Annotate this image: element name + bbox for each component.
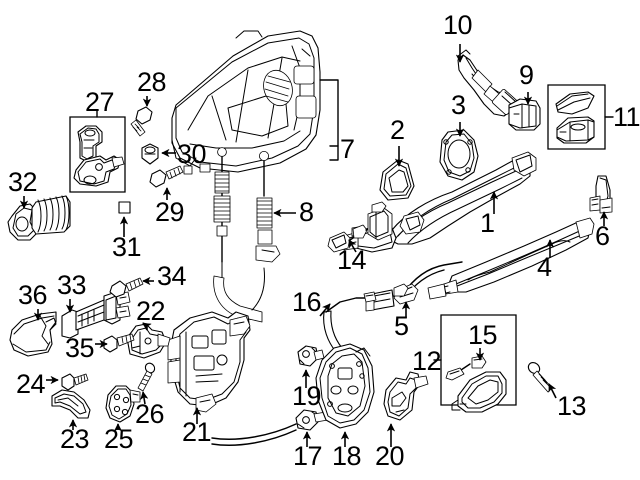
part-22-striker-bracket (127, 324, 170, 358)
part-27-hinge-bracket-kit (70, 110, 125, 192)
callout-3[interactable]: 3 (451, 90, 466, 120)
callout-13[interactable]: 13 (557, 391, 587, 421)
callout-33[interactable]: 33 (57, 270, 87, 300)
part-6-retaining-clip (590, 176, 612, 213)
callout-28[interactable]: 28 (137, 67, 167, 97)
part-9-lock-cylinder-cover (509, 99, 540, 130)
part-19-grommet (298, 346, 324, 366)
part-12-inside-handle-kit (434, 315, 516, 412)
part-2-handle-end-cap (380, 160, 414, 200)
callout-1[interactable]: 1 (480, 208, 495, 238)
callout-29[interactable]: 29 (155, 197, 185, 227)
callout-9[interactable]: 9 (519, 60, 534, 90)
callout-34[interactable]: 34 (157, 261, 187, 291)
callout-10[interactable]: 10 (443, 10, 473, 40)
part-34-bolt (110, 278, 143, 297)
part-26-screw (138, 361, 156, 391)
part-25-door-striker (106, 386, 140, 422)
part-17-cable-end-grommet (212, 410, 328, 445)
leader-lines (19, 44, 609, 447)
part-30-nut (142, 144, 158, 164)
callout-4[interactable]: 4 (537, 252, 552, 282)
callout-5[interactable]: 5 (394, 311, 409, 341)
callout-30[interactable]: 30 (177, 139, 207, 169)
callout-15[interactable]: 15 (468, 320, 498, 350)
part-3-bezel-gasket (440, 130, 478, 180)
part-23-handle-seal (52, 390, 90, 418)
callout-24[interactable]: 24 (16, 369, 46, 399)
callout-31[interactable]: 31 (112, 232, 142, 262)
callout-16[interactable]: 16 (292, 287, 322, 317)
callout-32[interactable]: 32 (8, 167, 38, 197)
part-16-lock-rod (324, 292, 376, 352)
part-14-connector-harness (328, 202, 392, 252)
part-13-screw (526, 360, 552, 392)
callout-36[interactable]: 36 (18, 280, 48, 310)
callout-6[interactable]: 6 (595, 221, 610, 251)
part-5-wiring-connector (366, 262, 462, 311)
callout-8[interactable]: 8 (299, 197, 314, 227)
callout-12[interactable]: 12 (412, 346, 442, 376)
callout-18[interactable]: 18 (332, 441, 362, 471)
part-20-lock-actuator (384, 372, 428, 420)
part-8-bowden-cable (214, 148, 280, 322)
part-32-door-check (8, 196, 70, 240)
callout-25[interactable]: 25 (104, 424, 134, 454)
part-4-handle-trim-strip (428, 218, 594, 299)
callout-21[interactable]: 21 (182, 417, 212, 447)
part-28-bolt (131, 107, 152, 136)
part-36-handle-cover (10, 312, 56, 356)
callout-17[interactable]: 17 (293, 441, 323, 471)
callout-2[interactable]: 2 (390, 115, 405, 145)
part-24-bolt (62, 374, 88, 390)
callout-11[interactable]: 11 (613, 102, 640, 132)
callout-23[interactable]: 23 (60, 424, 90, 454)
callout-20[interactable]: 20 (375, 441, 405, 471)
part-29-screw (150, 166, 183, 187)
part-7-handle-carrier (172, 31, 338, 174)
callout-14[interactable]: 14 (337, 245, 367, 275)
callout-19[interactable]: 19 (292, 381, 322, 411)
callout-22[interactable]: 22 (136, 296, 166, 326)
callout-26[interactable]: 26 (135, 399, 165, 429)
part-21-door-latch (168, 312, 250, 412)
part-33-check-arm (62, 292, 130, 338)
callout-27[interactable]: 27 (85, 87, 115, 117)
part-18-latch-seal (316, 344, 374, 428)
part-31-clip (119, 202, 130, 213)
part-11-handle-cover-kit (548, 85, 613, 149)
callout-7[interactable]: 7 (340, 134, 355, 164)
callout-35[interactable]: 35 (65, 333, 95, 363)
